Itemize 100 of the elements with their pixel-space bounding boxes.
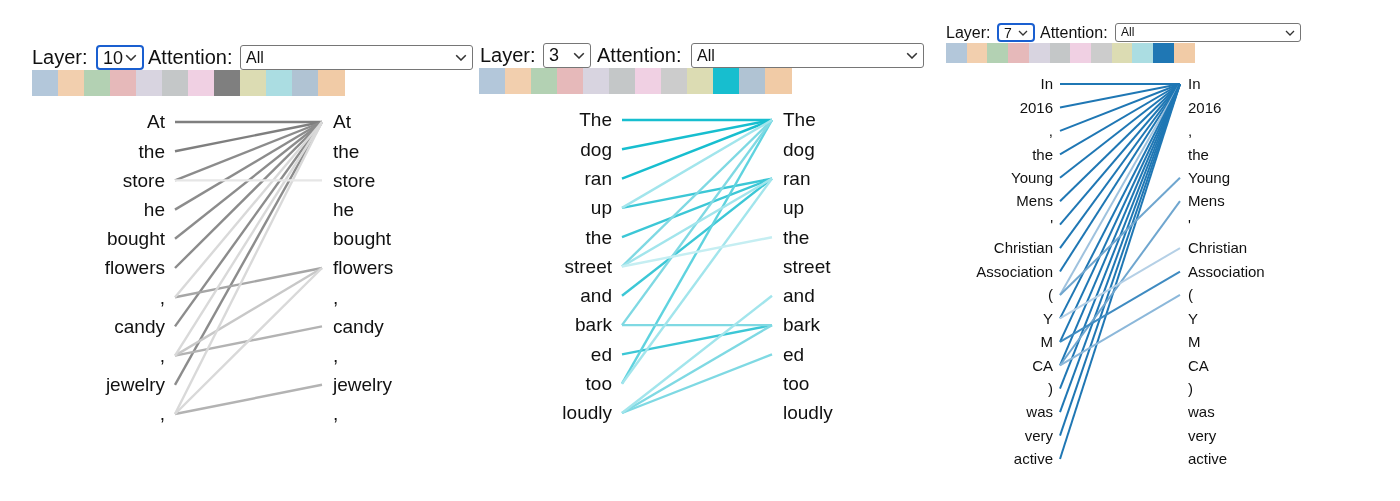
attention-line (621, 236, 773, 268)
token-text: candy (114, 311, 175, 341)
token-text: ) (1048, 377, 1060, 401)
token-text: The (579, 105, 622, 135)
layer-label: Layer: (946, 23, 991, 42)
token-text: At (147, 107, 175, 137)
token-text: very (1180, 423, 1217, 448)
attention-label: Attention: (1040, 23, 1108, 42)
token-text: the (1180, 142, 1209, 167)
layer-dropdown: 7 (997, 23, 1035, 42)
token-text: bark (575, 310, 622, 340)
attention-line (174, 120, 323, 153)
attention-dropdown: All (691, 43, 924, 68)
token-text: up (772, 193, 805, 223)
attention-label: Attention: (597, 43, 682, 68)
token-text: Y (1043, 306, 1060, 331)
token-text: he (143, 195, 175, 225)
attention-line (621, 118, 773, 151)
token-text: The (772, 105, 816, 135)
attention-line (621, 353, 773, 415)
token-text: active (1180, 447, 1228, 471)
token-text: and (580, 281, 622, 311)
attention-line (621, 119, 773, 326)
attention-line (621, 294, 773, 414)
token-text: store (322, 165, 376, 195)
token-text: too (585, 369, 622, 399)
attention-line (1059, 247, 1181, 320)
token-text: Young (1180, 166, 1230, 190)
attention-line (622, 323, 772, 327)
token-text: At (322, 107, 351, 137)
token-text: was (1026, 400, 1060, 424)
token-text: M (1180, 330, 1201, 354)
token-text: flowers (104, 253, 175, 283)
token-text: too (772, 369, 810, 399)
token-text: Association (976, 259, 1060, 284)
token-text: bought (322, 224, 392, 254)
token-text: street (772, 251, 831, 282)
token-text: ' (1050, 212, 1060, 237)
token-text: up (590, 193, 622, 223)
token-text: loudly (772, 398, 833, 428)
attention-line (174, 325, 323, 357)
token-text: Christian (993, 236, 1060, 260)
token-text: Mens (1016, 189, 1060, 213)
token-text: , (1180, 119, 1193, 143)
attention-line (621, 177, 773, 239)
token-text: Mens (1180, 189, 1225, 213)
attention-line (621, 177, 773, 268)
token-text: Christian (1180, 236, 1248, 260)
layer-label: Layer: (480, 43, 536, 68)
token-text: the (772, 222, 810, 252)
attention-line (1059, 270, 1181, 343)
attention-line (174, 266, 323, 357)
token-text: , (322, 399, 339, 429)
token-text: CA (1180, 353, 1209, 377)
token-text: , (322, 282, 339, 312)
token-text: jewelry (105, 370, 175, 400)
token-text: ed (772, 339, 805, 370)
token-text: , (1048, 119, 1060, 143)
token-text: store (122, 165, 175, 195)
layer-dropdown: 3 (543, 43, 591, 68)
token-text: ) (1180, 377, 1193, 401)
token-text: active (1013, 447, 1060, 471)
token-text: , (159, 341, 175, 371)
token-text: ed (590, 339, 622, 370)
token-text: Young (1011, 166, 1060, 190)
token-text: dog (580, 134, 622, 164)
token-text: was (1180, 400, 1215, 424)
token-text: Y (1180, 306, 1198, 331)
token-text: the (585, 222, 622, 252)
token-text: bought (106, 224, 175, 254)
token-text: In (1180, 72, 1201, 96)
token-text: ' (1180, 212, 1191, 237)
token-text: street (564, 251, 622, 282)
attention-line (1059, 200, 1181, 367)
layer-dropdown: 10 (96, 45, 144, 70)
token-text: , (159, 282, 175, 312)
token-text: flowers (322, 253, 394, 283)
token-text: dog (772, 134, 815, 164)
token-text: 2016 (1180, 95, 1222, 120)
attention-dropdown: All (1115, 23, 1301, 42)
attention-line (1059, 293, 1181, 367)
attention-line (1059, 176, 1181, 296)
token-text: In (1040, 72, 1060, 96)
token-text: loudly (562, 398, 622, 428)
attention-line (174, 267, 323, 415)
token-text: Association (1180, 259, 1265, 284)
token-text: ran (772, 163, 811, 194)
token-text: very (1024, 423, 1060, 448)
attention-line (621, 118, 773, 209)
token-text: CA (1032, 353, 1060, 377)
token-text: the (138, 136, 175, 166)
attention-line (174, 383, 323, 416)
token-text: M (1040, 330, 1060, 354)
token-text: , (322, 341, 339, 371)
token-text: 2016 (1019, 95, 1060, 120)
layer-label: Layer: (32, 45, 88, 70)
token-text: the (322, 136, 360, 166)
token-text: , (159, 399, 175, 429)
token-text: he (322, 195, 355, 225)
attention-label: Attention: (148, 45, 233, 70)
